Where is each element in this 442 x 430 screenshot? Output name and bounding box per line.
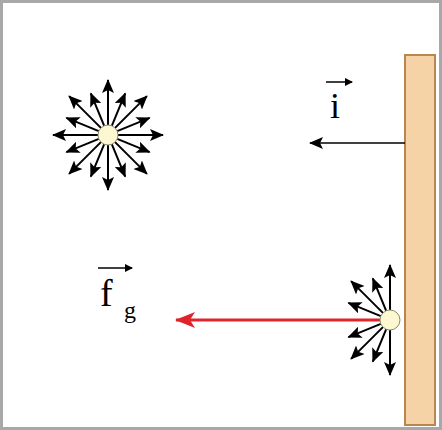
wall: [405, 55, 435, 425]
unit-vector-i: [310, 142, 405, 144]
vector-accent: [98, 267, 132, 269]
resultant-force-arrow: [176, 319, 380, 322]
subscript-label: g: [124, 298, 136, 322]
bulk-force-arrows: [53, 80, 163, 190]
vector-accent: [326, 81, 352, 83]
surface-molecule: [380, 310, 400, 330]
vector-label: i: [330, 88, 340, 124]
vector-label: f: [100, 274, 113, 312]
bulk-molecule: [98, 125, 118, 145]
